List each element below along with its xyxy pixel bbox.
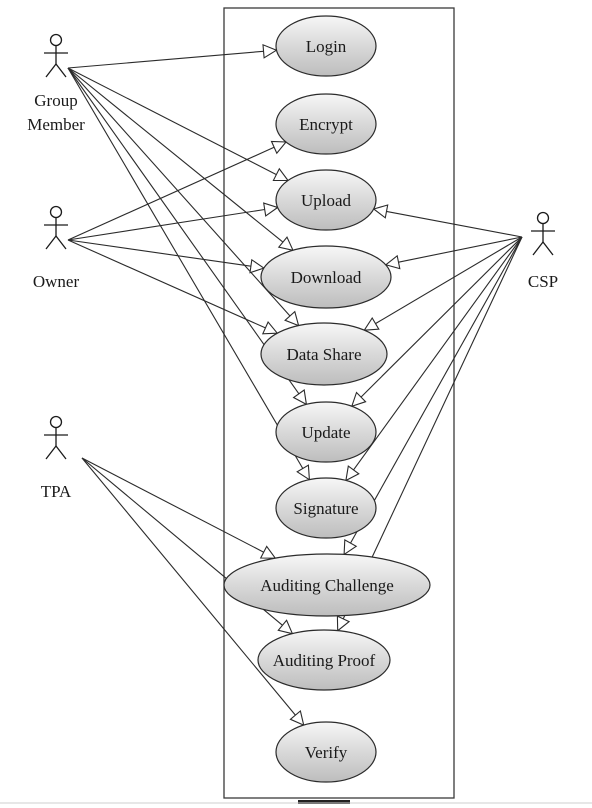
associations bbox=[67, 43, 523, 727]
arrowhead bbox=[289, 710, 305, 727]
arrowhead bbox=[350, 391, 367, 408]
bottom-edge-mark bbox=[298, 800, 350, 804]
arrowhead bbox=[292, 389, 308, 406]
arrowhead bbox=[277, 619, 294, 635]
association-csp-download bbox=[384, 236, 523, 270]
association-group-member-data-share bbox=[67, 67, 300, 327]
arrowhead bbox=[384, 254, 401, 270]
arrowhead bbox=[261, 320, 279, 335]
use-case-label: Login bbox=[306, 37, 347, 56]
arrowhead bbox=[372, 204, 389, 219]
arrowhead bbox=[284, 310, 300, 327]
use-case-ellipse bbox=[223, 553, 431, 617]
use-case-ellipse bbox=[260, 245, 392, 309]
use-case-download: Download bbox=[260, 245, 392, 309]
association-csp-upload bbox=[372, 204, 523, 238]
use-case-ellipse bbox=[275, 169, 377, 231]
arrowhead bbox=[296, 464, 311, 481]
use-case-label: Upload bbox=[301, 191, 352, 210]
arrowhead bbox=[343, 538, 358, 556]
use-case-ellipse bbox=[275, 721, 377, 783]
arrowhead bbox=[259, 545, 277, 559]
association-csp-data-share bbox=[363, 236, 523, 331]
arrowhead bbox=[363, 316, 380, 331]
association-group-member-upload bbox=[67, 67, 290, 182]
actor-owner: Owner bbox=[33, 205, 80, 291]
stick-figure-icon bbox=[44, 205, 68, 250]
arrowhead bbox=[272, 167, 290, 182]
system-boundary bbox=[223, 7, 455, 799]
association-group-member-update bbox=[67, 67, 308, 406]
association-csp-auditing-challenge bbox=[343, 236, 523, 556]
association-group-member-download bbox=[67, 67, 294, 252]
arrowhead bbox=[345, 465, 360, 482]
use-case-ellipse bbox=[275, 15, 377, 77]
stick-figure-icon bbox=[44, 415, 68, 460]
arrowhead bbox=[277, 236, 294, 252]
association-group-member-login bbox=[67, 43, 278, 69]
use-case-ellipse bbox=[275, 477, 377, 539]
association-owner-download bbox=[67, 239, 266, 274]
use-case-label: Update bbox=[301, 423, 350, 442]
association-owner-data-share bbox=[67, 239, 279, 335]
actor-label: CSP bbox=[528, 272, 558, 291]
use-case-verify: Verify bbox=[275, 721, 377, 783]
use-case-ellipse bbox=[260, 322, 388, 386]
use-case-auditing-proof: Auditing Proof bbox=[257, 629, 391, 691]
association-tpa-verify bbox=[81, 457, 305, 727]
use-case-ellipse bbox=[257, 629, 391, 691]
use-case-ellipse bbox=[275, 401, 377, 463]
association-csp-auditing-proof bbox=[336, 236, 523, 632]
stick-figure-icon bbox=[531, 211, 555, 256]
association-owner-encrypt bbox=[67, 140, 288, 241]
use-case-login: Login bbox=[275, 15, 377, 77]
arrowhead bbox=[249, 258, 266, 274]
actor-label: Owner bbox=[33, 272, 80, 291]
use-case-label: Auditing Proof bbox=[273, 651, 376, 670]
actor-label: Group bbox=[34, 91, 77, 110]
use-case-label: Auditing Challenge bbox=[260, 576, 394, 595]
actor-tpa: TPA bbox=[41, 415, 72, 501]
use-case-auditing-challenge: Auditing Challenge bbox=[223, 553, 431, 617]
arrowhead bbox=[263, 202, 279, 217]
actor-label: TPA bbox=[41, 482, 72, 501]
use-case-label: Verify bbox=[305, 743, 348, 762]
use-case-label: Signature bbox=[293, 499, 358, 518]
use-case-signature: Signature bbox=[275, 477, 377, 539]
stick-figure-icon bbox=[44, 33, 68, 78]
association-group-member-signature bbox=[67, 67, 311, 481]
arrowhead bbox=[270, 140, 288, 155]
arrowhead bbox=[262, 43, 278, 59]
actor-label: Member bbox=[27, 115, 85, 134]
association-owner-upload bbox=[67, 202, 279, 241]
use-case-label: Download bbox=[291, 268, 362, 287]
use-case-update: Update bbox=[275, 401, 377, 463]
arrowhead bbox=[336, 615, 351, 632]
use-case-label: Encrypt bbox=[299, 115, 353, 134]
use-case-upload: Upload bbox=[275, 169, 377, 231]
use-case-encrypt: Encrypt bbox=[275, 93, 377, 155]
association-tpa-auditing-challenge bbox=[81, 457, 277, 559]
actor-csp: CSP bbox=[528, 211, 558, 291]
association-csp-update bbox=[350, 236, 523, 408]
association-csp-signature bbox=[345, 236, 523, 482]
use-case-label: Data Share bbox=[286, 345, 361, 364]
use-case-data-share: Data Share bbox=[260, 322, 388, 386]
use-case-ellipse bbox=[275, 93, 377, 155]
